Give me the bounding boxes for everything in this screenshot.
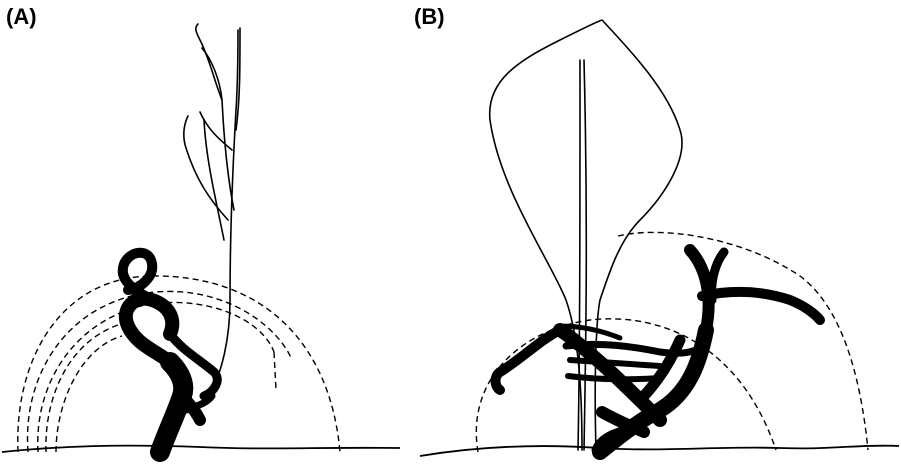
panel-b-label: (B): [414, 6, 445, 28]
panel-a-drawing: [2, 24, 400, 452]
panel-b-ground-line: [420, 446, 899, 456]
panel-a-label: (A): [6, 6, 37, 28]
panel-a-shoot: [184, 24, 240, 396]
panel-a-root: [123, 253, 218, 452]
panel-b-root: [496, 250, 821, 452]
panel-b-drawing: [420, 20, 899, 456]
